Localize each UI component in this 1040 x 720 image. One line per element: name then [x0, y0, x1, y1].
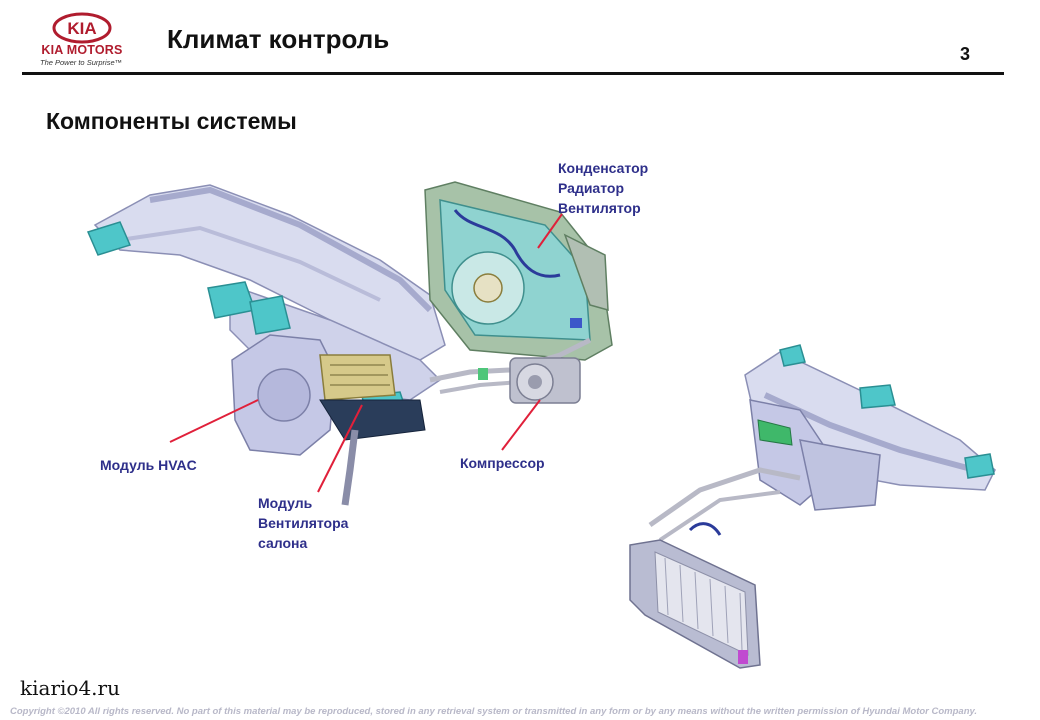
condenser-label-line-3: Вентилятор: [558, 198, 648, 218]
hvac-label: Модуль HVAC: [100, 455, 197, 475]
compressor-label: Компрессор: [460, 453, 545, 473]
condenser-label-line-2: Радиатор: [558, 178, 648, 198]
condenser-label-line-1: Конденсатор: [558, 158, 648, 178]
blower-label: Модуль Вентилятора салона: [258, 493, 348, 553]
compressor-leader-line: [502, 400, 540, 450]
condenser-label: Конденсатор Радиатор Вентилятор: [558, 158, 648, 218]
watermark: kiario4.ru: [20, 676, 120, 700]
blower-label-line-3: салона: [258, 533, 348, 553]
blower-label-line-2: Вентилятора: [258, 513, 348, 533]
rear-view-assembly: [630, 345, 995, 668]
blower-label-line-1: Модуль: [258, 493, 348, 513]
copyright-footer: Copyright ©2010 All rights reserved. No …: [10, 706, 977, 717]
